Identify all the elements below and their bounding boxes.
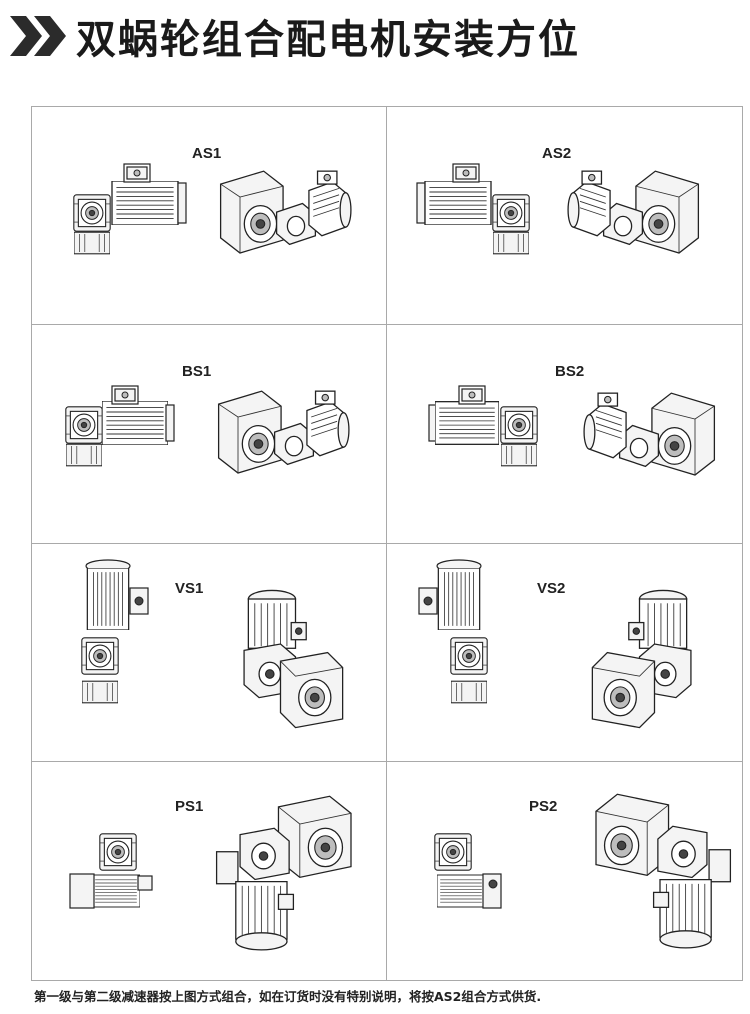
position-cell-ps1: PS1 <box>32 761 387 980</box>
drawing-as2 <box>416 163 700 255</box>
position-cell-as2: AS2 <box>387 107 742 326</box>
position-label-vs1: VS1 <box>175 579 204 597</box>
footnote: 第一级与第二级减速器按上图方式组合，如在订货时没有特别说明，将按AS2组合方式供… <box>34 989 542 1004</box>
drawing-bs1 <box>65 385 350 474</box>
header: 双蜗轮组合配电机安装方位 <box>8 10 580 63</box>
position-cell-bs1: BS1 <box>32 325 387 544</box>
drawing-bs2 <box>428 385 716 476</box>
position-cell-vs1: VS1 <box>32 543 387 762</box>
position-cell-as1: AS1 <box>32 107 387 326</box>
position-label-as1: AS1 <box>192 145 222 162</box>
position-label-ps1: PS1 <box>175 797 204 815</box>
position-cell-bs2: BS2 <box>387 325 742 544</box>
drawing-ps1 <box>69 795 352 951</box>
drawing-vs1 <box>81 558 344 728</box>
position-label-bs2: BS2 <box>555 363 585 381</box>
drawing-vs2 <box>418 558 692 728</box>
position-label-bs1: BS1 <box>182 363 212 381</box>
drawing-ps2 <box>434 793 732 949</box>
drawing-as1 <box>73 163 352 255</box>
position-label-as2: AS2 <box>542 145 572 162</box>
mounting-position-grid: AS1 AS2 BS1 <box>31 106 743 981</box>
page-title: 双蜗轮组合配电机安装方位 <box>76 17 580 63</box>
position-cell-vs2: VS2 <box>387 544 742 762</box>
position-label-vs2: VS2 <box>537 579 566 597</box>
double-chevron-icon <box>10 16 66 56</box>
position-label-ps2: PS2 <box>529 797 558 815</box>
position-cell-ps2: PS2 <box>387 762 742 980</box>
